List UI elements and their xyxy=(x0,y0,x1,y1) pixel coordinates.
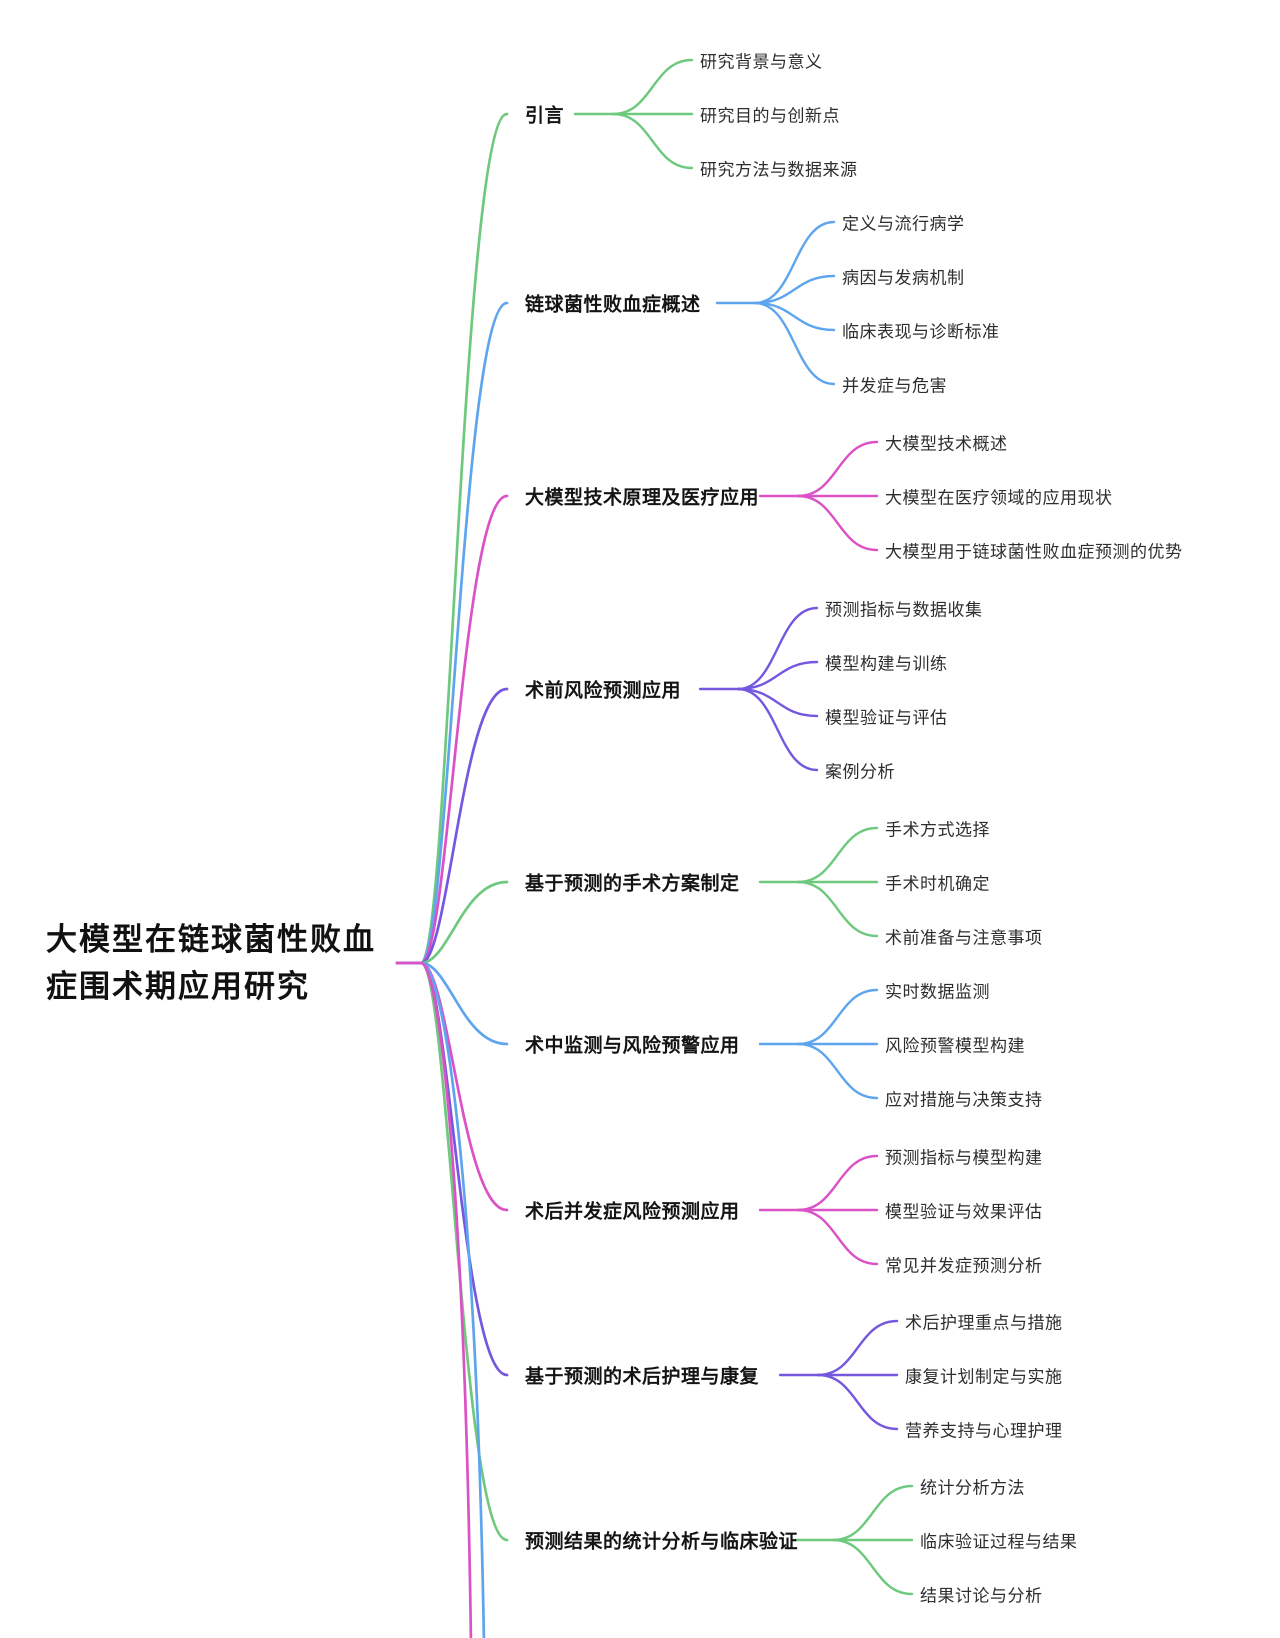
branch-node[interactable]: 术前风险预测应用 xyxy=(525,680,682,702)
child-node[interactable]: 应对措施与决策支持 xyxy=(885,1090,1043,1110)
child-curve xyxy=(753,274,836,305)
child-node[interactable]: 康复计划制定与实施 xyxy=(905,1367,1063,1387)
child-node[interactable]: 研究背景与意义 xyxy=(700,52,823,72)
child-curve xyxy=(736,687,819,718)
child-curve xyxy=(736,687,819,772)
child-node[interactable]: 模型构建与训练 xyxy=(825,654,948,674)
child-node[interactable]: 大模型在医疗领域的应用现状 xyxy=(885,488,1113,508)
branch-curve xyxy=(395,961,509,1542)
child-node[interactable]: 临床表现与诊断标准 xyxy=(842,322,1000,342)
branch-node[interactable]: 引言 xyxy=(525,105,565,127)
branch-curve xyxy=(395,112,509,965)
child-node[interactable]: 临床验证过程与结果 xyxy=(920,1532,1078,1552)
child-node[interactable]: 并发症与危害 xyxy=(842,376,947,396)
branch-curve xyxy=(395,961,509,1046)
child-curve xyxy=(796,1042,879,1100)
cutoff-branch-curve xyxy=(395,961,486,1638)
branch-curve xyxy=(395,494,509,965)
branch-node[interactable]: 基于预测的手术方案制定 xyxy=(525,873,740,895)
child-node[interactable]: 手术方式选择 xyxy=(885,820,990,840)
child-node[interactable]: 风险预警模型构建 xyxy=(885,1036,1025,1056)
branch-node[interactable]: 基于预测的术后护理与康复 xyxy=(525,1366,760,1388)
child-curve xyxy=(816,1373,899,1431)
child-node[interactable]: 统计分析方法 xyxy=(920,1478,1025,1498)
child-node[interactable]: 术后护理重点与措施 xyxy=(905,1313,1063,1333)
child-curve xyxy=(753,301,836,386)
cutoff-branch-curve xyxy=(395,961,473,1638)
child-curve xyxy=(796,826,879,884)
child-node[interactable]: 模型验证与评估 xyxy=(825,708,948,728)
child-node[interactable]: 大模型用于链球菌性败血症预测的优势 xyxy=(885,542,1183,562)
child-curve xyxy=(611,112,694,170)
child-curve xyxy=(753,301,836,332)
branch-curve xyxy=(395,880,509,965)
child-node[interactable]: 定义与流行病学 xyxy=(842,214,965,234)
child-node[interactable]: 手术时机确定 xyxy=(885,874,990,894)
child-curve xyxy=(796,988,879,1046)
root-node[interactable]: 大模型在链球菌性败血症围术期应用研究 xyxy=(46,922,376,1004)
child-node[interactable]: 大模型技术概述 xyxy=(885,434,1008,454)
child-curve xyxy=(753,220,836,305)
child-node[interactable]: 常见并发症预测分析 xyxy=(885,1256,1043,1276)
branch-node[interactable]: 大模型技术原理及医疗应用 xyxy=(525,487,760,509)
child-curve xyxy=(796,494,879,552)
child-curve xyxy=(796,1208,879,1266)
child-node[interactable]: 预测指标与模型构建 xyxy=(885,1148,1043,1168)
branch-curve xyxy=(395,687,509,965)
branch-node[interactable]: 预测结果的统计分析与临床验证 xyxy=(525,1531,799,1553)
child-curve xyxy=(831,1484,914,1542)
child-curve xyxy=(831,1538,914,1596)
child-node[interactable]: 营养支持与心理护理 xyxy=(905,1421,1063,1441)
branch-curve xyxy=(395,301,509,965)
child-node[interactable]: 案例分析 xyxy=(825,762,895,782)
child-curve xyxy=(736,606,819,691)
child-node[interactable]: 结果讨论与分析 xyxy=(920,1586,1043,1606)
child-node[interactable]: 研究方法与数据来源 xyxy=(700,160,858,180)
child-curve xyxy=(611,58,694,116)
child-node[interactable]: 模型验证与效果评估 xyxy=(885,1202,1043,1222)
child-node[interactable]: 研究目的与创新点 xyxy=(700,106,840,126)
child-curve xyxy=(796,440,879,498)
child-curve xyxy=(796,1154,879,1212)
child-curve xyxy=(796,880,879,938)
branch-node[interactable]: 链球菌性败血症概述 xyxy=(525,294,701,316)
child-node[interactable]: 病因与发病机制 xyxy=(842,268,965,288)
branch-node[interactable]: 术中监测与风险预警应用 xyxy=(525,1035,740,1057)
branch-node[interactable]: 术后并发症风险预测应用 xyxy=(525,1201,740,1223)
child-curve xyxy=(736,660,819,691)
child-curve xyxy=(816,1319,899,1377)
child-node[interactable]: 预测指标与数据收集 xyxy=(825,600,983,620)
child-node[interactable]: 术前准备与注意事项 xyxy=(885,928,1043,948)
child-node[interactable]: 实时数据监测 xyxy=(885,982,990,1002)
